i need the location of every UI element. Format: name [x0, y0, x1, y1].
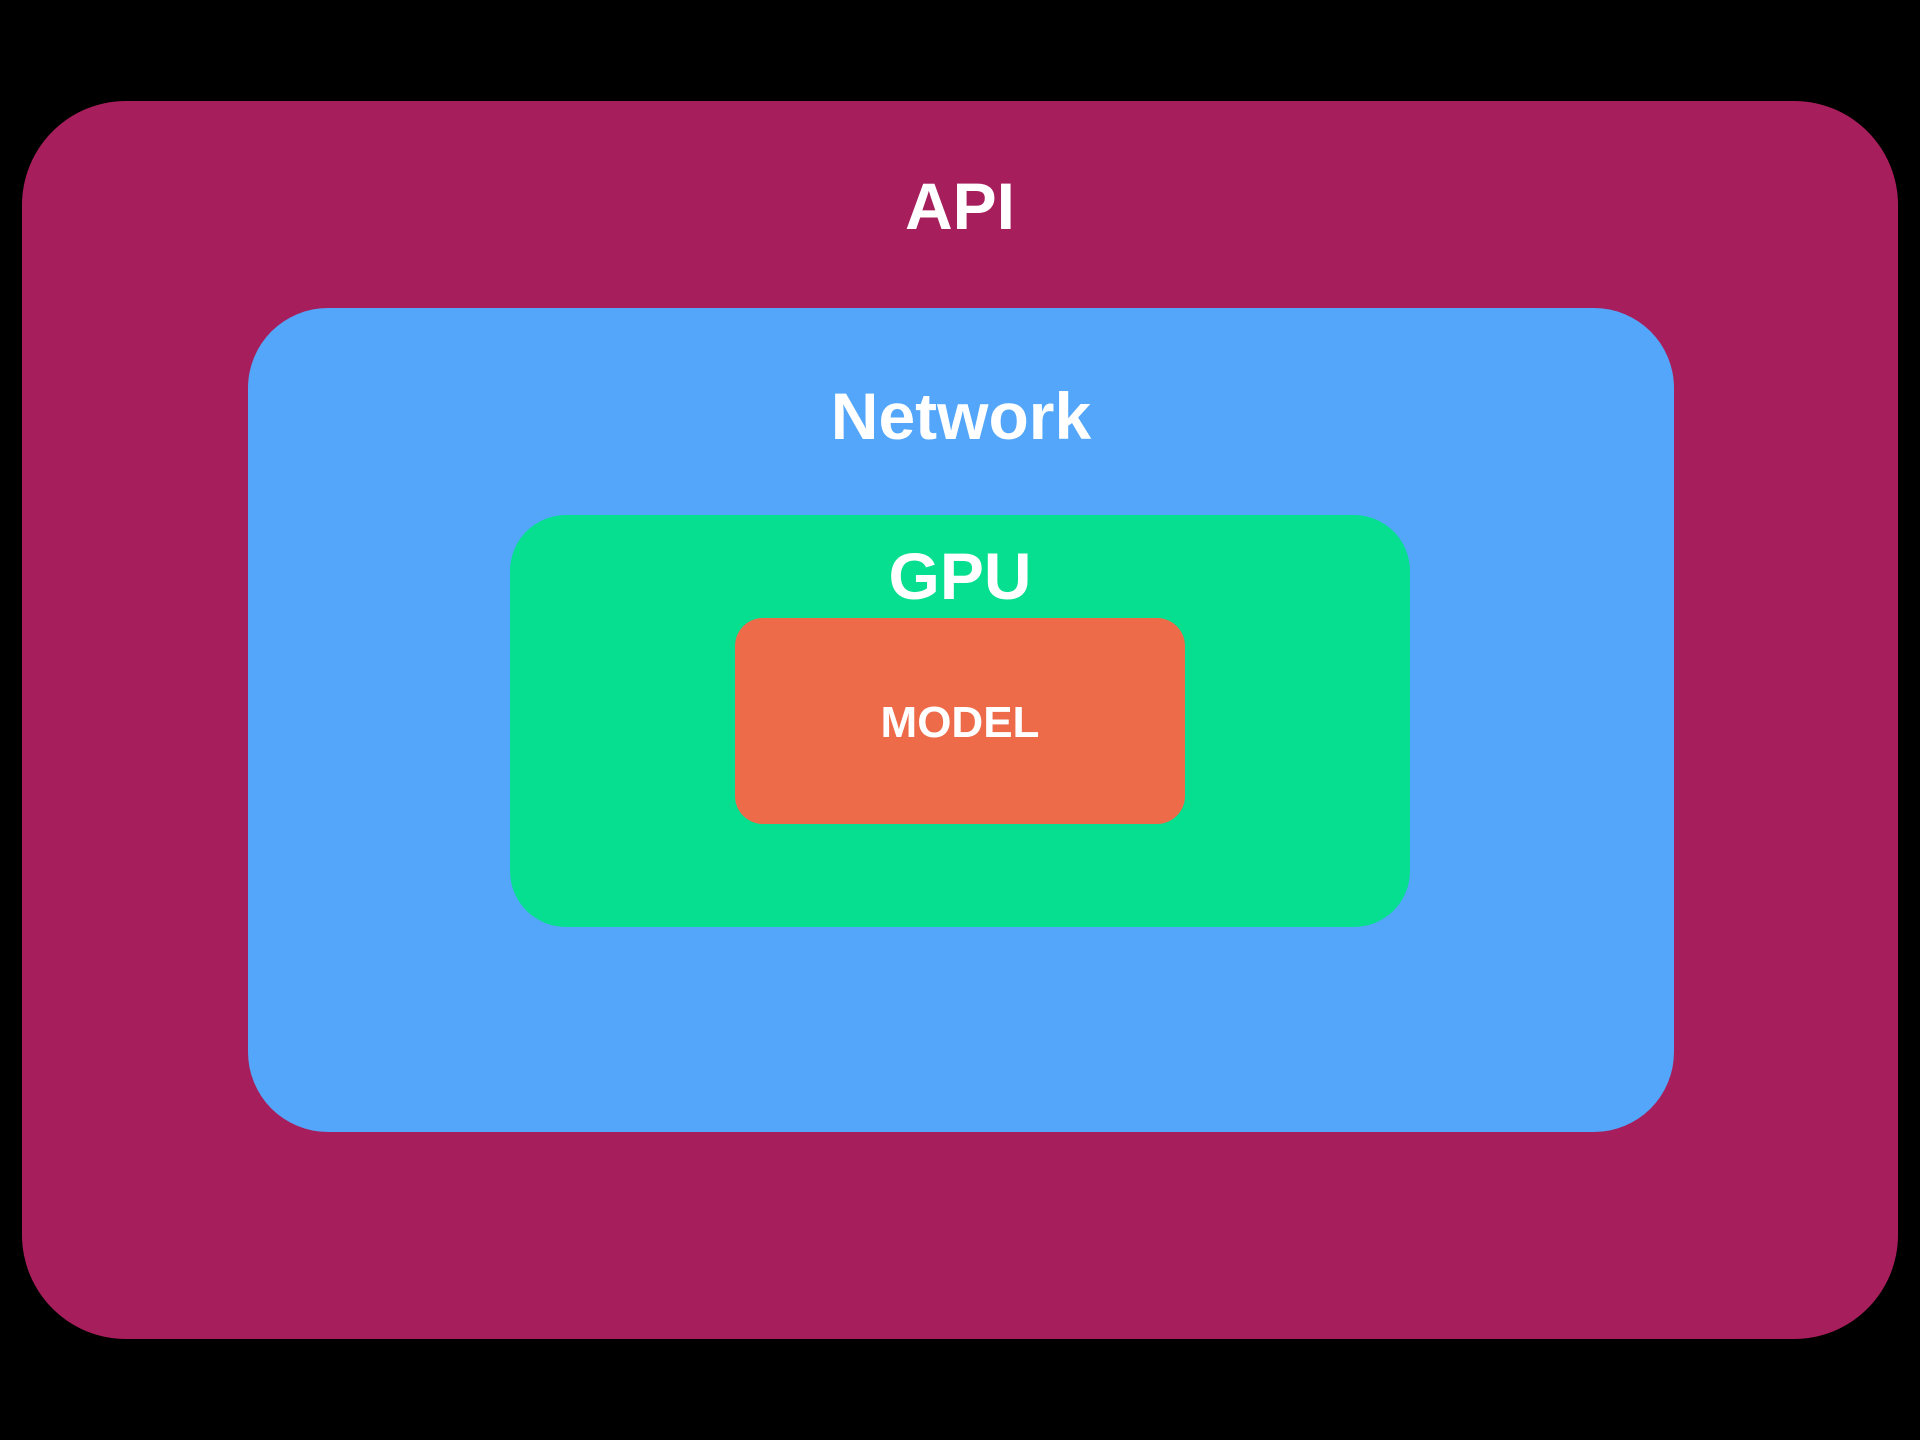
api-label: API — [904, 169, 1016, 243]
api-layer: API Network GPU MODEL — [22, 101, 1898, 1339]
model-layer: MODEL — [735, 618, 1185, 824]
gpu-layer: GPU MODEL — [510, 515, 1410, 927]
network-layer: Network GPU MODEL — [248, 308, 1674, 1132]
network-label: Network — [830, 379, 1092, 453]
gpu-label: GPU — [888, 539, 1032, 613]
model-label: MODEL — [880, 698, 1040, 747]
